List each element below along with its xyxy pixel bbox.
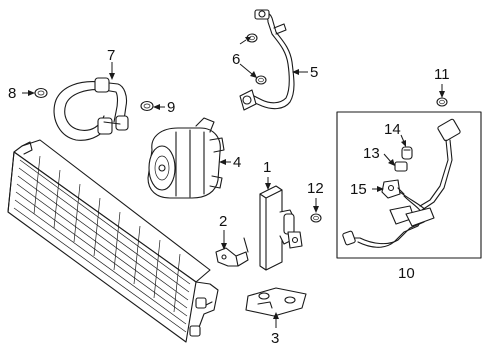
suction-hose-part (53, 77, 129, 141)
callout-labels: 1 2 3 4 5 6 7 8 9 10 11 12 13 14 15 (8, 47, 450, 347)
callout-15: 15 (350, 181, 367, 198)
callout-11: 11 (434, 66, 450, 83)
o-ring-part-9 (140, 100, 154, 112)
callout-14: 14 (384, 121, 401, 138)
discharge-hose-part (239, 9, 295, 111)
callout-9: 9 (167, 99, 175, 116)
callout-3: 3 (271, 330, 279, 347)
callout-8: 8 (8, 85, 16, 102)
callout-12: 12 (307, 180, 324, 197)
callout-2: 2 (219, 213, 227, 230)
o-ring-part-11 (436, 97, 448, 107)
condenser-part (7, 139, 219, 343)
leader-lines (22, 37, 445, 328)
callout-13: 13 (363, 145, 380, 162)
o-ring-part-8 (34, 87, 48, 99)
condenser-fins (13, 155, 191, 333)
sensor-kit-frame (336, 111, 482, 259)
receiver-drier-part (259, 185, 303, 271)
callout-7: 7 (107, 47, 115, 64)
mounting-plate-part-3 (245, 287, 307, 317)
o-ring-part-6 (246, 33, 267, 85)
callout-5: 5 (310, 64, 318, 81)
callout-10: 10 (398, 265, 415, 282)
callout-6: 6 (232, 51, 240, 68)
bracket-part-2 (215, 237, 249, 267)
compressor-part (147, 117, 225, 199)
o-ring-part-12 (310, 213, 322, 223)
callout-4: 4 (233, 154, 241, 171)
sensor-kit-box (336, 111, 482, 259)
callout-1: 1 (263, 159, 271, 176)
